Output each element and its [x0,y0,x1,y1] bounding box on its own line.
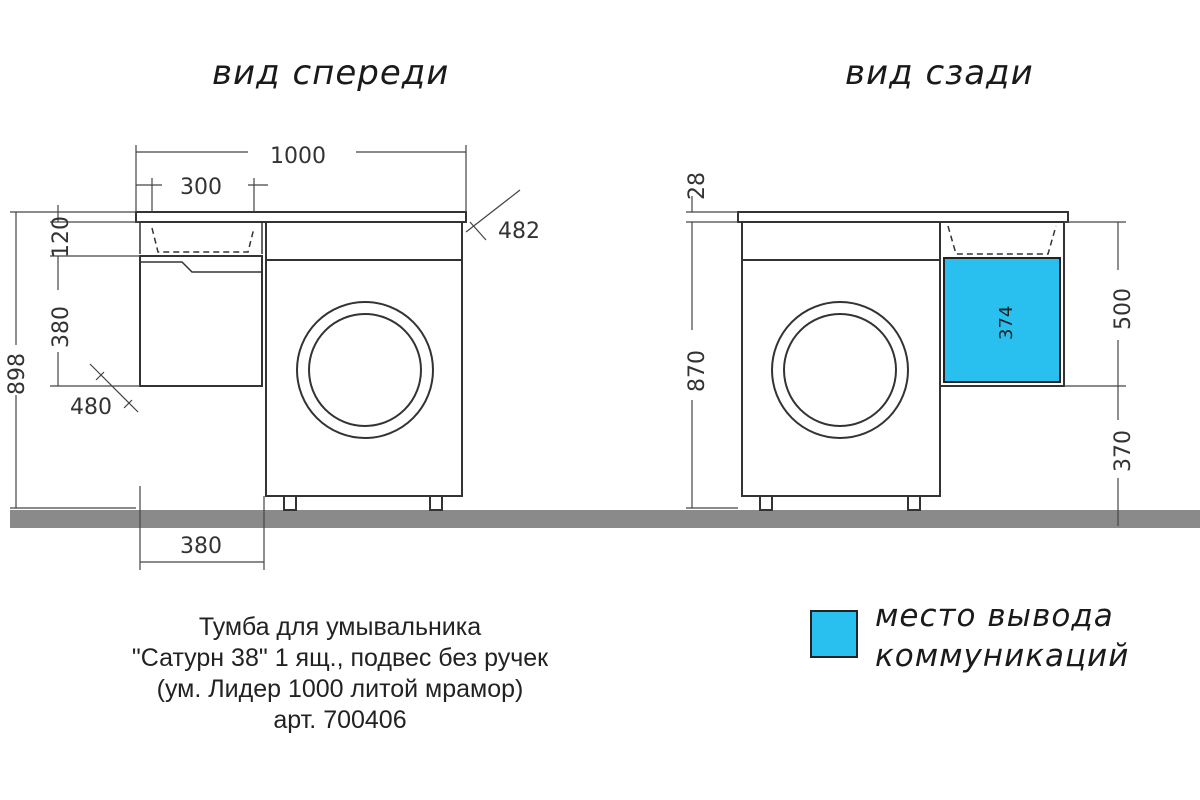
back-washer-body [741,221,941,497]
dim-opening-elevation: 370 [1111,430,1136,472]
front-foot-left [283,495,297,511]
dim-cabinet-width: 380 [180,534,222,559]
caption-line-4: арт. 700406 [273,706,407,734]
back-foot-left [759,495,773,511]
dim-top-thickness: 28 [685,172,710,200]
dim-machine-height: 870 [685,350,710,392]
legend-label: место вывода коммуникаций [875,596,1129,676]
front-countertop [135,211,467,223]
dim-drawer-height: 380 [49,306,74,348]
back-basin-outline [947,225,1057,255]
front-view-title: вид спереди [212,53,449,93]
caption-line-3: (ум. Лидер 1000 литой мрамор) [156,675,524,703]
front-drawer [139,255,263,387]
dim-overall-width: 1000 [270,144,326,169]
dim-opening-width: 374 [996,306,1017,340]
front-washer-door-inner [308,313,422,427]
legend-swatch [810,610,858,658]
dim-opening-height: 500 [1111,288,1136,330]
front-basin-outline [151,227,255,253]
caption-line-2: "Сатурн 38" 1 ящ., подвес без ручек [131,644,549,672]
dim-drawer-depth: 480 [70,395,112,420]
front-foot-right [429,495,443,511]
front-dimension-lines [10,145,521,570]
product-caption: Тумба для умывальника "Сатурн 38" 1 ящ.,… [110,612,570,736]
floor [10,510,1200,528]
back-view [737,211,1069,511]
legend-line-1: место вывода [875,598,1114,634]
back-washer-door-outer [771,301,909,439]
front-view [135,211,467,511]
back-dimension-lines [686,196,1126,526]
back-foot-right [907,495,921,511]
dim-basin-depth: 482 [498,219,540,244]
front-drawer-profile [140,261,262,273]
back-countertop [737,211,1069,223]
dim-total-height: 898 [5,353,30,395]
caption-line-1: Тумба для умывальника [198,613,482,641]
back-washer-door-inner [783,313,897,427]
front-washer-door-outer [296,301,434,439]
legend-line-2: коммуникаций [875,638,1130,674]
dim-top-height: 120 [49,216,74,258]
dim-basin-width: 300 [180,175,222,200]
back-view-title: вид сзади [845,53,1034,93]
back-service-opening [943,257,1061,383]
